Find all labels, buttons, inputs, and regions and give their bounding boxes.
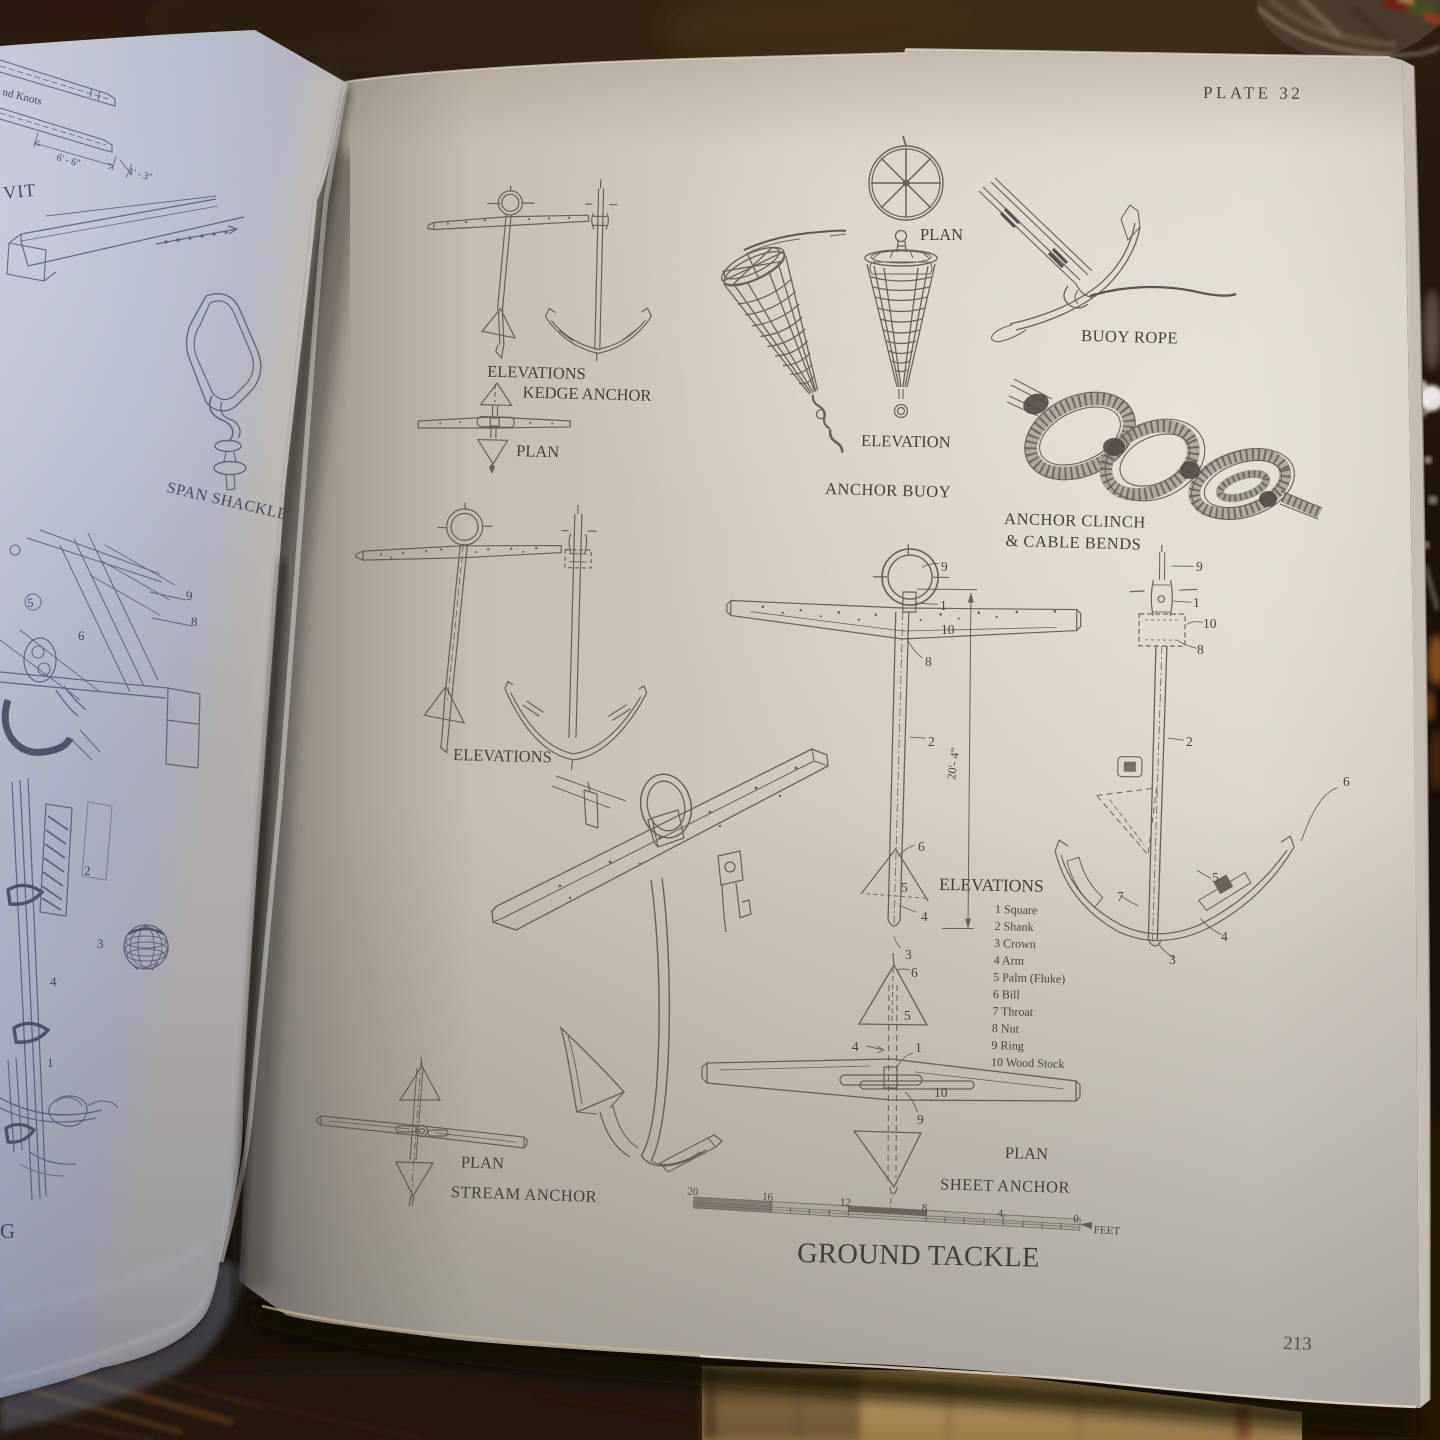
svg-text:9: 9 <box>941 559 948 574</box>
svg-text:7 Throat: 7 Throat <box>992 1004 1034 1019</box>
svg-text:16: 16 <box>762 1191 774 1204</box>
svg-text:6: 6 <box>911 965 918 980</box>
svg-text:7: 7 <box>1117 889 1124 904</box>
svg-text:4: 4 <box>852 1039 859 1054</box>
svg-text:ELEVATION: ELEVATION <box>861 431 951 452</box>
svg-text:5: 5 <box>901 880 908 895</box>
svg-text:9: 9 <box>1196 559 1203 574</box>
svg-text:KEDGE ANCHOR: KEDGE ANCHOR <box>522 383 651 405</box>
svg-text:9 Ring: 9 Ring <box>991 1038 1024 1053</box>
svg-text:3: 3 <box>1169 952 1176 967</box>
svg-text:ANCHOR CLINCH: ANCHOR CLINCH <box>1004 509 1146 532</box>
svg-text:9: 9 <box>186 588 193 603</box>
svg-text:8: 8 <box>921 1202 928 1214</box>
svg-text:3: 3 <box>97 936 104 951</box>
svg-text:2 Shank: 2 Shank <box>994 919 1033 934</box>
svg-text:2: 2 <box>928 734 935 749</box>
svg-text:ANCHOR BUOY: ANCHOR BUOY <box>825 479 952 501</box>
svg-text:20: 20 <box>687 1186 699 1199</box>
svg-text:8: 8 <box>1197 642 1204 657</box>
svg-text:5 Palm (Fluke): 5 Palm (Fluke) <box>993 970 1065 986</box>
svg-text:FEET: FEET <box>1093 1224 1120 1238</box>
svg-text:5: 5 <box>1212 870 1219 885</box>
svg-text:1: 1 <box>940 598 947 613</box>
svg-text:GROUND TACKLE: GROUND TACKLE <box>797 1238 1040 1274</box>
svg-text:ELEVATIONS: ELEVATIONS <box>487 362 586 384</box>
svg-text:4: 4 <box>921 909 928 924</box>
svg-text:5: 5 <box>27 595 34 610</box>
svg-text:BUOY ROPE: BUOY ROPE <box>1081 326 1178 348</box>
svg-text:8 Nut: 8 Nut <box>992 1021 1020 1036</box>
svg-text:6 Bill: 6 Bill <box>993 987 1021 1002</box>
svg-text:3: 3 <box>905 947 912 962</box>
svg-text:1: 1 <box>915 1040 922 1055</box>
svg-text:ELEVATIONS: ELEVATIONS <box>939 874 1044 896</box>
svg-text:PLATE 32: PLATE 32 <box>1203 83 1303 103</box>
svg-text:4: 4 <box>50 974 57 989</box>
svg-text:4: 4 <box>1221 929 1228 944</box>
svg-text:10 Wood Stock: 10 Wood Stock <box>991 1055 1065 1071</box>
svg-text:2: 2 <box>84 863 91 878</box>
svg-text:& CABLE BENDS: & CABLE BENDS <box>1005 531 1141 554</box>
svg-text:10: 10 <box>934 1085 948 1100</box>
svg-text:6: 6 <box>918 839 925 854</box>
svg-text:5: 5 <box>904 1008 911 1023</box>
svg-text:PLAN: PLAN <box>516 441 560 461</box>
svg-text:10: 10 <box>1203 616 1217 631</box>
svg-text:9: 9 <box>917 1112 924 1127</box>
svg-text:PLAN: PLAN <box>920 225 963 244</box>
svg-text:SHEET ANCHOR: SHEET ANCHOR <box>940 1174 1070 1196</box>
svg-text:8: 8 <box>191 614 198 629</box>
svg-text:G: G <box>0 1219 15 1243</box>
svg-text:2: 2 <box>1186 734 1193 749</box>
svg-text:20'- 4": 20'- 4" <box>944 747 962 781</box>
svg-text:4: 4 <box>997 1208 1004 1220</box>
svg-text:213: 213 <box>1283 1333 1312 1355</box>
svg-text:PLAN: PLAN <box>461 1152 505 1172</box>
svg-text:PLAN: PLAN <box>1005 1143 1049 1163</box>
svg-text:1 Square: 1 Square <box>995 902 1038 917</box>
svg-text:ELEVATIONS: ELEVATIONS <box>453 745 552 767</box>
svg-text:0: 0 <box>1073 1213 1080 1225</box>
svg-text:VIT: VIT <box>2 180 37 203</box>
svg-text:1: 1 <box>1193 595 1200 610</box>
svg-text:10: 10 <box>941 622 955 637</box>
svg-text:3 Crown: 3 Crown <box>994 936 1036 951</box>
svg-text:6: 6 <box>1343 774 1350 789</box>
svg-text:6: 6 <box>78 628 85 643</box>
svg-text:4 Arm: 4 Arm <box>994 953 1025 968</box>
svg-text:12: 12 <box>840 1196 852 1209</box>
svg-text:1: 1 <box>47 1055 54 1070</box>
svg-text:8: 8 <box>925 654 932 669</box>
